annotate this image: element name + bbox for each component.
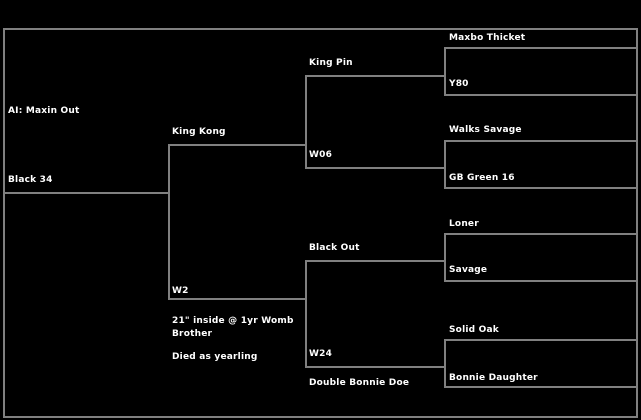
g1-divider-line [3, 192, 170, 194]
pedigree-entry-walks-savage[interactable]: Walks Savage [449, 125, 522, 135]
pedigree-entry-bonnie-daughter[interactable]: Bonnie Daughter [449, 373, 538, 383]
g4-7-branch-line [444, 339, 636, 341]
pedigree-entry-savage[interactable]: Savage [449, 265, 488, 275]
pedigree-entry-ai-maxin-out[interactable]: AI: Maxin Out [8, 106, 80, 116]
g3-4-branch-line [305, 366, 445, 368]
frame-top-line [3, 28, 638, 30]
g4-bracket-3-vertical [444, 233, 446, 282]
pedigree-entry-king-kong[interactable]: King Kong [172, 127, 226, 137]
g4-2-branch-line [444, 94, 636, 96]
frame-right-line [636, 28, 638, 418]
g4-6-branch-line [444, 280, 636, 282]
g2-bracket-vertical [168, 144, 170, 300]
g3-2-branch-line [305, 167, 445, 169]
g3-3-branch-line [305, 260, 445, 262]
g4-5-branch-line [444, 233, 636, 235]
note-died-yearling: Died as yearling [172, 352, 258, 362]
pedigree-entry-black-34[interactable]: Black 34 [8, 175, 53, 185]
g2-bottom-branch-line [168, 298, 307, 300]
g4-8-branch-line [444, 386, 636, 388]
g4-bracket-2-vertical [444, 140, 446, 189]
g4-3-branch-line [444, 140, 636, 142]
g4-4-branch-line [444, 187, 636, 189]
g4-1-branch-line [444, 47, 636, 49]
g3-lower-bracket-vertical [305, 260, 307, 368]
note-womb-brother: 21" inside @ 1yr Womb Brother [172, 316, 294, 339]
pedigree-entry-solid-oak[interactable]: Solid Oak [449, 325, 499, 335]
g2-top-branch-line [168, 144, 307, 146]
pedigree-entry-maxbo-thicket[interactable]: Maxbo Thicket [449, 33, 526, 43]
frame-bottom-line [3, 416, 638, 418]
g3-upper-bracket-vertical [305, 75, 307, 169]
g4-bracket-4-vertical [444, 339, 446, 388]
pedigree-entry-y80[interactable]: Y80 [449, 79, 469, 89]
g4-bracket-1-vertical [444, 47, 446, 96]
pedigree-entry-gb-green-16[interactable]: GB Green 16 [449, 173, 515, 183]
pedigree-entry-w24[interactable]: W24 [309, 349, 333, 359]
pedigree-entry-loner[interactable]: Loner [449, 219, 479, 229]
note-double-bonnie-doe: Double Bonnie Doe [309, 378, 410, 388]
g3-1-branch-line [305, 75, 445, 77]
frame-left-line [3, 28, 5, 418]
pedigree-entry-w06[interactable]: W06 [309, 150, 333, 160]
pedigree-entry-w2[interactable]: W2 [172, 286, 189, 296]
pedigree-entry-king-pin[interactable]: King Pin [309, 58, 353, 68]
pedigree-entry-black-out[interactable]: Black Out [309, 243, 360, 253]
